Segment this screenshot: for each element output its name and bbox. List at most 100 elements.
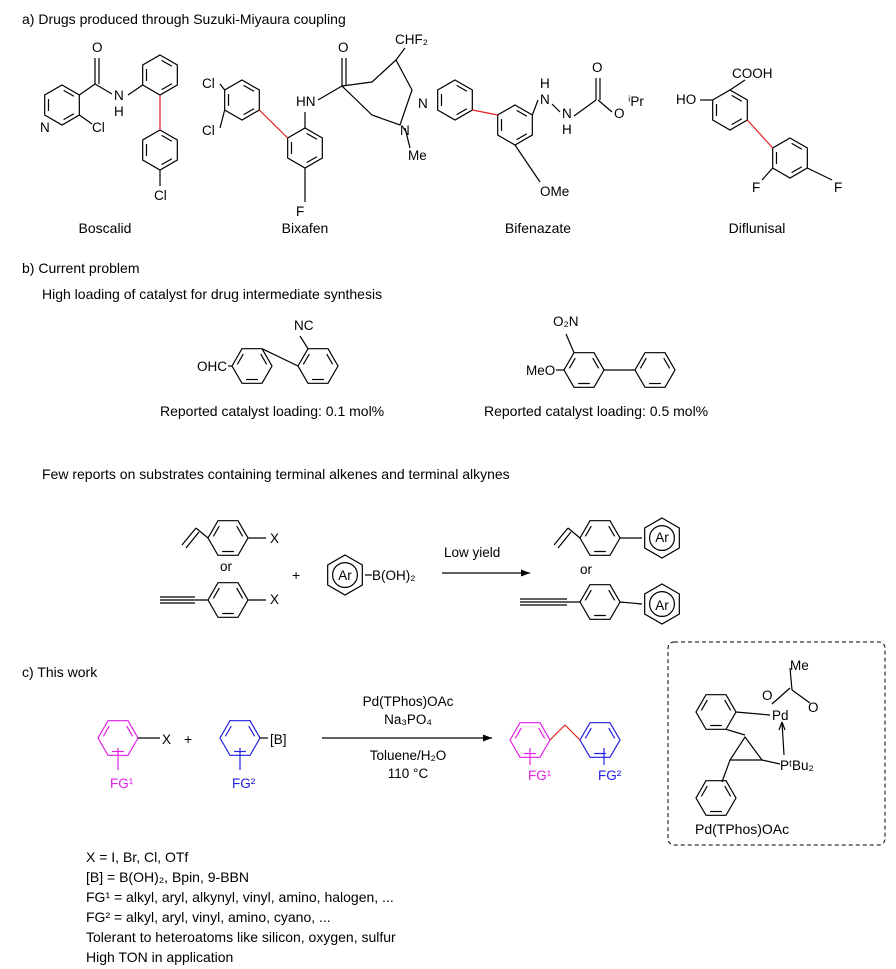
molecule-intermediate-2: O₂N MeO Reported catalyst loading: 0.5 m… xyxy=(484,314,708,419)
boronic-acid-label: B(OH)₂ xyxy=(372,568,416,583)
atom-label: O xyxy=(808,700,819,715)
scope-item: FG² = alkyl, aryl, vinyl, amino, cyano, … xyxy=(86,909,331,925)
bond xyxy=(63,89,75,97)
atom-label: HO xyxy=(676,92,696,107)
benzene-ring xyxy=(579,722,621,758)
bond xyxy=(663,357,671,369)
benzene-ring xyxy=(695,780,737,816)
atom-label: Cl xyxy=(92,120,105,135)
atom-label: NC xyxy=(294,318,314,333)
bond xyxy=(531,99,539,116)
benzene-ring xyxy=(231,348,273,384)
arrow-head xyxy=(521,569,530,577)
bond xyxy=(584,589,592,601)
atom-label: N xyxy=(114,88,124,103)
atom-label: N xyxy=(562,106,572,121)
atom-label: F xyxy=(296,204,304,219)
benzene-ring xyxy=(224,79,260,121)
bond xyxy=(456,84,468,92)
atom-label: O xyxy=(614,106,625,121)
molecule-bixafen: Cl Cl HN O CHF₂ N N Me F Bixafen xyxy=(202,32,428,236)
atom-label: O₂N xyxy=(553,314,579,329)
molecule-boscalid: N Cl O N H Cl Boscalid xyxy=(40,40,167,236)
benzene-ring xyxy=(327,554,363,596)
atom-label: Cl xyxy=(202,123,215,138)
bond xyxy=(761,167,774,181)
pyrazole-ring xyxy=(340,59,413,126)
section-b-subtitle-1: High loading of catalyst for drug interm… xyxy=(42,286,382,302)
bond xyxy=(597,99,613,113)
scope-item: X = I, Br, Cl, OTf xyxy=(86,849,188,865)
bond xyxy=(102,725,110,737)
bond xyxy=(456,108,468,116)
bond xyxy=(161,83,173,91)
cyclopropane-ring xyxy=(728,735,764,761)
benzene-ring xyxy=(644,583,680,625)
section-b-title: b) Current problem xyxy=(22,260,140,276)
scope-item: [B] = B(OH)₂, Bpin, 9-BBN xyxy=(86,869,249,885)
fg2-label: FG² xyxy=(232,776,256,791)
bond xyxy=(725,728,746,736)
bond xyxy=(185,531,200,549)
atom-label: PᵗBu₂ xyxy=(780,758,814,773)
bond xyxy=(219,109,226,129)
bond xyxy=(161,59,173,67)
bond xyxy=(608,525,616,537)
bond xyxy=(791,166,803,174)
catalyst-loading-caption-1: Reported catalyst loading: 0.1 mol% xyxy=(160,403,384,419)
atom-label: N xyxy=(418,96,428,111)
bond xyxy=(195,527,209,539)
condition-catalyst: Pd(TPhos)OAc xyxy=(363,694,454,709)
benzene-ring xyxy=(712,89,748,131)
atom-label: X xyxy=(270,592,279,607)
bond xyxy=(735,711,771,716)
atom-label: Me xyxy=(408,148,427,163)
bond xyxy=(161,158,173,166)
atom-label: H xyxy=(540,76,550,91)
catalyst-loading-caption-2: Reported catalyst loading: 0.5 mol% xyxy=(484,403,708,419)
drug-name: Bifenazate xyxy=(505,220,571,236)
drug-name: Bixafen xyxy=(282,220,329,236)
section-c-title: c) This work xyxy=(22,664,98,680)
aryl-label: Ar xyxy=(338,568,352,583)
bond xyxy=(317,85,343,101)
atom-label: OMe xyxy=(540,184,569,199)
atom-label: F xyxy=(752,180,760,195)
drug-name: Diflunisal xyxy=(729,220,786,236)
bond xyxy=(573,99,597,117)
bond xyxy=(243,108,255,116)
atom-label: Me xyxy=(790,658,809,673)
benzene-ring xyxy=(142,54,178,96)
atom-label: ⁱPr xyxy=(628,94,644,109)
bond-drawing xyxy=(44,47,833,816)
bond xyxy=(731,94,743,102)
benzene-ring xyxy=(634,352,676,388)
atom-label: Pd xyxy=(772,708,789,723)
aryl-label: Ar xyxy=(655,530,669,545)
boron-label: [B] xyxy=(270,732,287,747)
bond xyxy=(326,353,334,365)
bond xyxy=(126,725,134,737)
dashed-box xyxy=(667,641,886,846)
arrow-head xyxy=(483,734,492,742)
scope-item: FG¹ = alkyl, aryl, alkynyl, vinyl, amino… xyxy=(86,889,394,905)
section-b-subtitle-2: Few reports on substrates containing ter… xyxy=(42,466,510,482)
this-work-reaction: X FG¹ + [B] FG² Pd(TPhos)OAc Na₃PO₄ Tolu… xyxy=(110,694,622,791)
bond xyxy=(557,531,572,549)
catalyst-structure-box: Me O O Pd PᵗBu₂ Pd(TPhos)OAc xyxy=(667,641,886,846)
atom-label: CHF₂ xyxy=(395,32,428,47)
bond xyxy=(789,667,793,691)
benzene-ring xyxy=(142,129,178,171)
atom-label: MeO xyxy=(526,363,555,378)
bond xyxy=(258,109,289,139)
atom-label: N xyxy=(400,123,410,138)
benzene-ring xyxy=(497,104,533,146)
bond xyxy=(248,725,256,737)
product-fg1-label: FG¹ xyxy=(528,768,552,783)
aromatic-circle xyxy=(648,590,675,617)
bond xyxy=(224,725,232,737)
section-a-title: a) Drugs produced through Suzuki-Miyaura… xyxy=(22,11,346,27)
bond xyxy=(724,785,732,797)
bond xyxy=(729,79,746,91)
bond xyxy=(404,127,411,149)
